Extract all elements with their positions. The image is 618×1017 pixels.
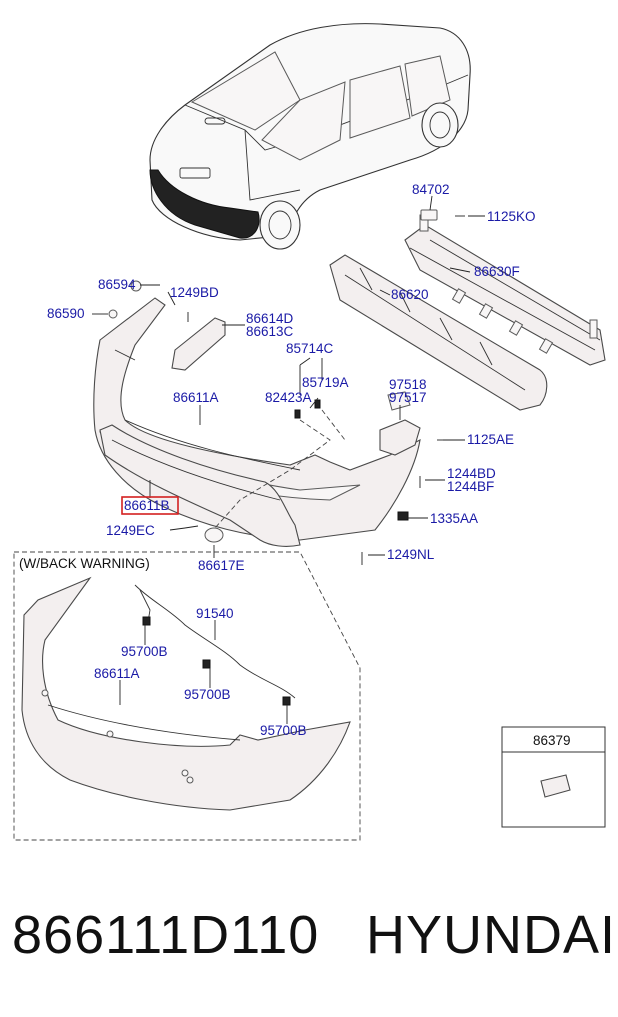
lower-skirt-86611b [99, 424, 301, 547]
label-95700b-2: 95700B [184, 687, 231, 702]
label-86611a-top: 86611A [173, 390, 219, 405]
brand-text: HYUNDAI [366, 905, 617, 965]
label-97518: 97518 [389, 377, 427, 392]
energy-absorber-86620 [329, 254, 548, 411]
label-85714c: 85714C [286, 341, 334, 356]
label-86617e: 86617E [198, 558, 245, 573]
label-86614d: 86614D [246, 311, 294, 326]
label-86594: 86594 [98, 277, 136, 292]
rear-beam-86630f [404, 214, 606, 366]
label-86630f: 86630F [474, 264, 520, 279]
label-86590: 86590 [47, 306, 85, 321]
label-1249nl: 1249NL [387, 547, 435, 562]
label-1249ec: 1249EC [106, 523, 155, 538]
label-86379: 86379 [533, 733, 571, 748]
label-86611b: 86611B [124, 498, 170, 513]
leaders-top [92, 195, 485, 558]
label-82423a: 82423A [265, 390, 312, 405]
label-1125ko: 1125KO [487, 209, 536, 224]
label-95700b-1: 95700B [121, 644, 168, 659]
parts-diagram: 84702 1125KO 86630F 86594 1249BD 86620 8… [13, 23, 606, 841]
highlight-box [121, 496, 179, 515]
part-labels: 84702 1125KO 86630F 86594 1249BD 86620 8… [19, 182, 571, 748]
part-number-text: 866111D110 [12, 905, 320, 965]
label-97517: 97517 [389, 390, 427, 405]
label-86620: 86620 [391, 287, 429, 302]
label-86613c: 86613C [246, 324, 294, 339]
label-w-back-warning: (W/BACK WARNING) [19, 556, 150, 571]
label-1244bd: 1244BD [447, 466, 496, 481]
label-95700b-3: 95700B [260, 723, 307, 738]
back-warning-section [13, 551, 361, 841]
label-85719a: 85719A [302, 375, 349, 390]
small-parts [108, 209, 465, 565]
label-1125ae: 1125AE [467, 432, 514, 447]
label-1335aa: 1335AA [430, 511, 478, 526]
label-84702: 84702 [412, 182, 450, 197]
label-86611a-bottom: 86611A [94, 666, 140, 681]
car-illustration [149, 23, 471, 250]
label-1244bf: 1244BF [447, 479, 494, 494]
label-91540: 91540 [196, 606, 234, 621]
inset-86379 [501, 726, 606, 828]
label-1249bd: 1249BD [170, 285, 219, 300]
